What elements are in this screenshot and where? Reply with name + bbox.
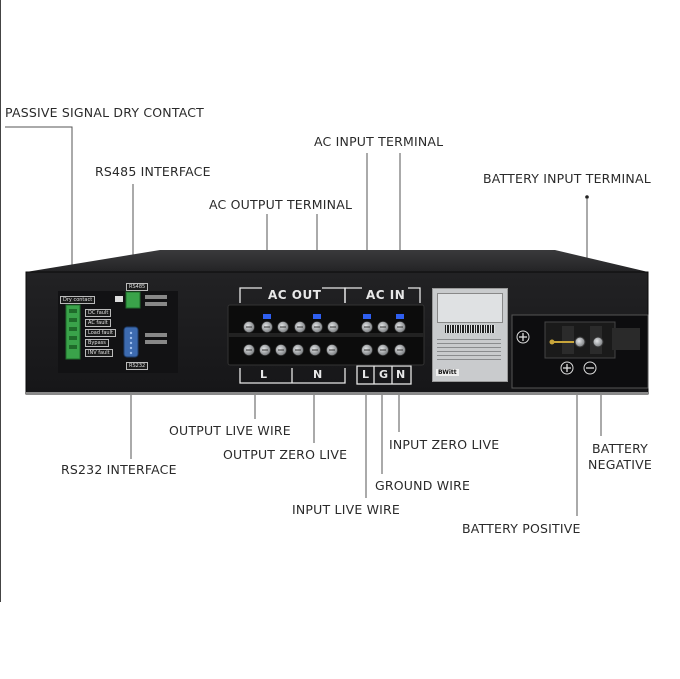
label-battery-negative-line2: NEGATIVE — [588, 457, 652, 472]
panel-ac-in-label: AC IN — [366, 288, 406, 302]
label-ac-output-terminal: AC OUTPUT TERMINAL — [209, 197, 353, 212]
chassis-top — [26, 250, 648, 272]
dry-item-dc-fault: DC fault — [85, 309, 112, 317]
rs485-terminal[interactable] — [125, 291, 141, 309]
dry-item-bypass: Bypass — [85, 339, 109, 347]
battery-negative-screw — [592, 336, 604, 348]
rs232-screw-row-b — [145, 340, 167, 344]
battery-plus-symbol-lower — [560, 361, 574, 375]
chassis-bottom-edge — [26, 392, 648, 395]
label-output-live-wire: OUTPUT LIVE WIRE — [169, 423, 291, 438]
dry-contact-title: Dry contact — [60, 296, 96, 304]
label-battery-positive: BATTERY POSITIVE — [462, 521, 581, 536]
label-output-zero-live: OUTPUT ZERO LIVE — [223, 447, 348, 462]
rs485-screw-row-b — [145, 302, 167, 306]
rs485-tag: RS485 — [126, 283, 149, 291]
battery-minus-symbol-lower — [583, 361, 597, 375]
rs485-screw-row-a — [145, 295, 167, 299]
label-battery-input-terminal: BATTERY INPUT TERMINAL — [483, 171, 651, 186]
panel-out-l: L — [260, 368, 268, 381]
leader-dry-contact — [5, 126, 73, 298]
panel-ac-out-label: AC OUT — [268, 288, 322, 302]
ac-out-bracket-left — [239, 287, 262, 303]
blue-wire-in-a — [363, 314, 371, 319]
blue-wire-out-b — [313, 314, 321, 319]
dry-item-inv-fault: INV fault — [85, 349, 113, 357]
dry-item-load-fault: Load fault — [85, 329, 116, 337]
panel-in-n: N — [396, 368, 406, 381]
battery-positive-post — [562, 326, 574, 354]
label-battery-negative-line1: BATTERY — [591, 441, 649, 456]
label-rs232-interface: RS232 INTERFACE — [61, 462, 177, 477]
blue-wire-out-a — [263, 314, 271, 319]
battery-cable-end — [549, 339, 555, 345]
panel-out-n: N — [313, 368, 323, 381]
rs232-screw-row-a — [145, 333, 167, 337]
page-left-border — [0, 0, 1, 602]
label-rs485-interface: RS485 INTERFACE — [95, 164, 211, 179]
battery-positive-screw — [574, 336, 586, 348]
blue-wire-in-b — [396, 314, 404, 319]
label-input-live-wire: INPUT LIVE WIRE — [292, 502, 401, 517]
rs485-dip — [115, 296, 123, 302]
label-ac-input-terminal: AC INPUT TERMINAL — [314, 134, 444, 149]
battery-bracket-right — [612, 328, 640, 350]
label-input-zero-live: INPUT ZERO LIVE — [389, 437, 500, 452]
dry-contact-terminal — [65, 304, 81, 360]
rs232-tag: RS232 — [126, 362, 149, 370]
label-passive-signal-dry-contact: PASSIVE SIGNAL DRY CONTACT — [5, 105, 205, 120]
label-ground-wire: GROUND WIRE — [375, 478, 471, 493]
brand-logo: BWitt — [436, 369, 459, 376]
warning-text-block — [437, 339, 501, 361]
battery-plus-symbol — [516, 330, 530, 344]
ac-in-bottom-box — [356, 365, 412, 385]
panel-in-g: G — [379, 368, 389, 381]
spec-table — [437, 293, 503, 323]
leader-dot-battery-input — [585, 195, 589, 199]
dry-item-ac-fault: AC fault — [85, 319, 111, 327]
terminal-block-divider — [228, 333, 424, 337]
ac-in-bracket-left — [344, 287, 362, 303]
spec-label-sticker: BWitt — [432, 288, 508, 382]
ac-in-bracket-right — [408, 287, 421, 303]
panel-in-l: L — [362, 368, 370, 381]
barcode — [445, 325, 495, 333]
